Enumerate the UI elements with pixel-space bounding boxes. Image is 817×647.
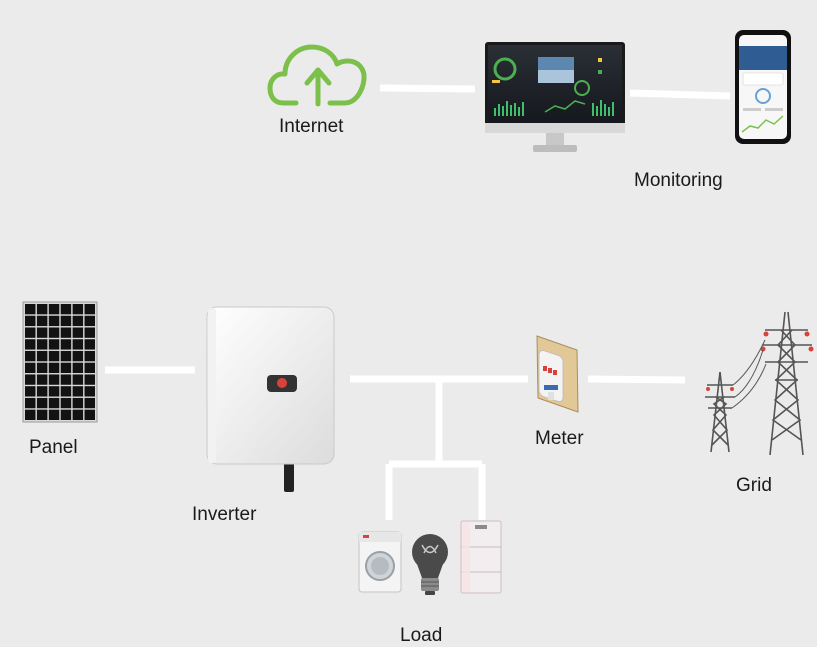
- solar-cell: [48, 409, 60, 420]
- cloud-upload-icon: [267, 44, 367, 107]
- solar-cell: [84, 374, 95, 385]
- solar-cell: [84, 350, 95, 362]
- solar-cell: [72, 397, 84, 409]
- solar-cell: [48, 327, 60, 338]
- solar-cell: [60, 397, 72, 409]
- electric-meter-icon: [536, 335, 579, 413]
- solar-cell: [36, 374, 48, 385]
- solar-cell: [60, 315, 72, 327]
- solar-cell: [48, 350, 60, 362]
- solar-cell: [25, 374, 36, 385]
- solar-cell: [84, 362, 95, 374]
- solar-cell: [48, 362, 60, 374]
- solar-cell: [36, 386, 48, 397]
- solar-cell: [25, 350, 36, 362]
- connectors: [105, 84, 731, 520]
- solar-cell: [72, 315, 84, 327]
- load-label: Load: [400, 625, 443, 646]
- connector-monitor-phone: [629, 89, 731, 100]
- smartphone-icon: [735, 30, 791, 144]
- meter-label: Meter: [535, 428, 584, 449]
- connector-meter-grid: [587, 375, 686, 384]
- solar-cell: [60, 350, 72, 362]
- solar-cell: [84, 315, 95, 327]
- solar-cell: [72, 339, 84, 350]
- solar-cell: [25, 386, 36, 397]
- solar-cell: [36, 339, 48, 350]
- refrigerator-icon: [460, 520, 502, 594]
- connector-internet-monitor: [379, 84, 476, 93]
- solar-cell: [25, 304, 36, 315]
- solar-cell: [25, 327, 36, 338]
- power-tower-icon: [705, 311, 814, 456]
- internet-label: Internet: [279, 116, 344, 137]
- solar-cell: [60, 339, 72, 350]
- solar-cell: [72, 362, 84, 374]
- solar-cell: [84, 397, 95, 409]
- solar-cell: [48, 315, 60, 327]
- solar-cell: [84, 386, 95, 397]
- solar-cell: [36, 327, 48, 338]
- solar-cell: [25, 362, 36, 374]
- inverter-icon: [206, 306, 335, 492]
- solar-cell: [48, 339, 60, 350]
- solar-panel-icon: [22, 301, 98, 423]
- solar-cell: [60, 362, 72, 374]
- solar-cell: [72, 350, 84, 362]
- solar-cell: [84, 339, 95, 350]
- solar-cell: [36, 409, 48, 420]
- solar-cell: [60, 409, 72, 420]
- solar-cell: [48, 374, 60, 385]
- solar-cell: [60, 374, 72, 385]
- inverter-label: Inverter: [192, 504, 257, 525]
- solar-cell: [84, 304, 95, 315]
- solar-cell: [36, 304, 48, 315]
- solar-cell: [48, 386, 60, 397]
- solar-cell: [72, 374, 84, 385]
- panel-label: Panel: [29, 437, 78, 458]
- solar-cell: [36, 397, 48, 409]
- solar-cell: [36, 315, 48, 327]
- solar-cell: [25, 409, 36, 420]
- solar-cell: [84, 409, 95, 420]
- solar-cell: [72, 409, 84, 420]
- solar-cell: [72, 386, 84, 397]
- solar-cell: [72, 304, 84, 315]
- solar-cell: [48, 304, 60, 315]
- solar-cell: [36, 362, 48, 374]
- solar-cell: [84, 327, 95, 338]
- solar-cell: [60, 327, 72, 338]
- light-bulb-icon: [412, 534, 448, 595]
- solar-cell: [48, 397, 60, 409]
- solar-cell: [72, 327, 84, 338]
- solar-cell: [60, 386, 72, 397]
- monitor-icon: [485, 42, 625, 152]
- washing-machine-icon: [358, 531, 402, 593]
- grid-label: Grid: [736, 475, 772, 496]
- solar-cell: [60, 304, 72, 315]
- solar-cell: [36, 350, 48, 362]
- monitoring-label: Monitoring: [634, 170, 723, 191]
- solar-cell: [25, 397, 36, 409]
- solar-cell: [25, 339, 36, 350]
- solar-cell: [25, 315, 36, 327]
